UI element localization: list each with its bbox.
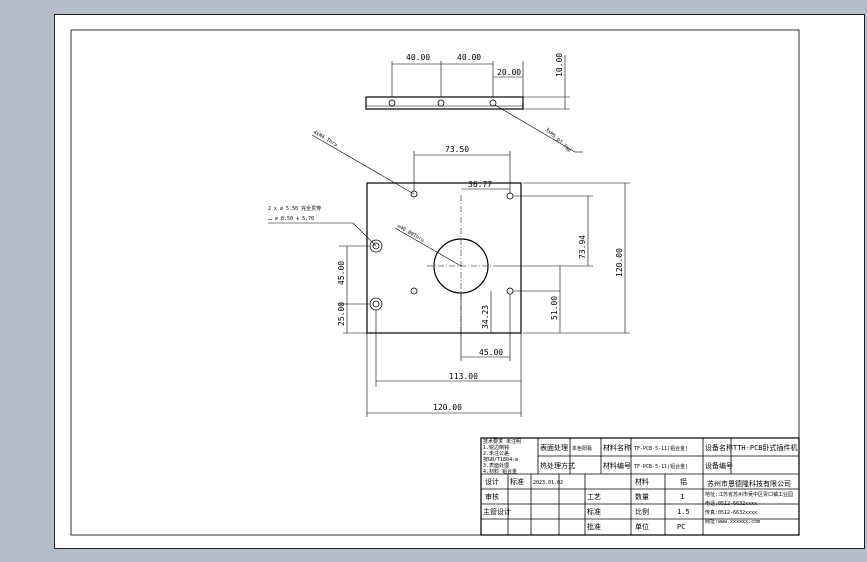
side-hole-2 [437,99,445,107]
hole-note-2: ⌴ ⌀ 8.50 ⍖ 5.70 [268,216,314,222]
technical-drawing: 40.00 40.00 20.00 10.00 3xM5 DT Tap 73.5… [70,29,800,536]
unit-value: PC [677,523,685,531]
check-label: 审核 [485,492,499,501]
date-value: 2023.01.02 [533,480,563,486]
dim-10: 10.00 [555,53,564,77]
dim-25: 25.00 [337,302,346,326]
note-line-2: 1.锐边倒钝 [483,444,509,451]
dim-36-77: 36.77 [468,180,492,189]
side-hole-3 [489,99,497,107]
surface-value: 本色阳极 [572,445,592,452]
equipment-label: 设备名称 [705,443,733,452]
weight-label: 材料 [635,477,649,486]
approve-label: 批准 [587,522,601,531]
equipment-value: TTH-PCB卧式插件机 [733,443,798,452]
note-line-3: 2.未注公差 [483,450,509,457]
inner-border [70,29,800,536]
bore-note: ⌀46.00Thru [396,224,425,244]
title-block: 技术要求 未注明 1.锐边倒钝 2.未注公差 按GB/T1804-m 3.表面处… [480,437,800,536]
m4-leader-note: 4xM4 Thru [312,130,338,149]
dim-73-5: 73.50 [445,145,469,154]
material-label: 材料名称 [603,443,631,452]
counterbore-2-outer [369,297,383,311]
part-label: 材料编号 [603,461,631,470]
counterbore-1-inner [372,242,380,250]
chief-label: 主管设计 [483,507,511,516]
qty-label: 数量 [635,492,649,501]
front-view: 73.50 36.77 73.94 120.00 51.00 34.23 45.… [268,130,630,417]
company-fax: 传真:0512-6632xxxx [705,509,757,516]
note-line-4: 按GB/T1804-m [483,456,518,463]
counterbore-1-outer [369,239,383,253]
company-address: 地址:江苏省苏州市吴中区胥口镇工业园 [705,491,793,498]
dim-40-a: 40.00 [406,53,430,62]
hole-m4-3 [410,287,418,295]
dim-120-h: 120.00 [433,403,462,412]
company-name: 苏州市恩德隆科技有限公司 [707,479,791,488]
standard-label: 标准 [510,477,524,486]
dim-40-b: 40.00 [457,53,481,62]
drawing-sheet: 40.00 40.00 20.00 10.00 3xM5 DT Tap 73.5… [54,14,865,549]
standard-label-2: 标准 [587,507,601,516]
process-label: 工艺 [587,493,601,501]
side-view-body [365,96,524,110]
dim-20: 20.00 [497,68,521,77]
material-value: TF-PCB-5-11(铝合金) [634,445,688,452]
side-view: 40.00 40.00 20.00 10.00 3xM5 DT Tap [365,53,583,154]
dim-113: 113.00 [449,372,478,381]
plate-outline [366,182,522,334]
surface-label: 表面处理 [540,443,568,452]
dim-45-v: 45.00 [337,261,346,285]
weight-value: 铝 [680,477,687,486]
counterbore-2-inner [372,300,380,308]
scale-value: 1.5 [677,508,690,516]
dim-120-v: 120.00 [615,248,624,277]
dim-51: 51.00 [550,296,559,320]
company-tel: 电话:0512-6632xxxx [705,500,757,507]
qty-value: 1 [680,493,684,501]
hole-m4-2 [506,192,514,200]
note-line-5: 3.表面处理 [483,462,509,469]
note-line-6: 4.材料 铝合金 [483,468,517,475]
note-line-1: 技术要求 未注明 [483,438,521,445]
unit-label: 单位 [635,522,649,531]
side-leader-note: 3xM5 DT Tap [544,127,573,154]
design-label: 设计 [485,477,499,486]
dim-34-23: 34.23 [481,305,490,329]
scale-label: 比例 [635,507,649,516]
side-hole-1 [388,99,396,107]
company-web: 网址:www.xxxxxx.com [705,518,760,525]
hole-note-1: 2 x ⌀ 5.50 完全贯穿 [268,205,321,212]
part-value: TF-PCB-5-11(铝合金) [634,463,688,470]
treatment-label: 热处理方式 [540,461,575,470]
equipment-code-label: 设备编号 [705,461,733,470]
hole-m4-4 [506,287,514,295]
dim-73-94: 73.94 [578,235,587,259]
dim-45-h: 45.00 [479,348,503,357]
